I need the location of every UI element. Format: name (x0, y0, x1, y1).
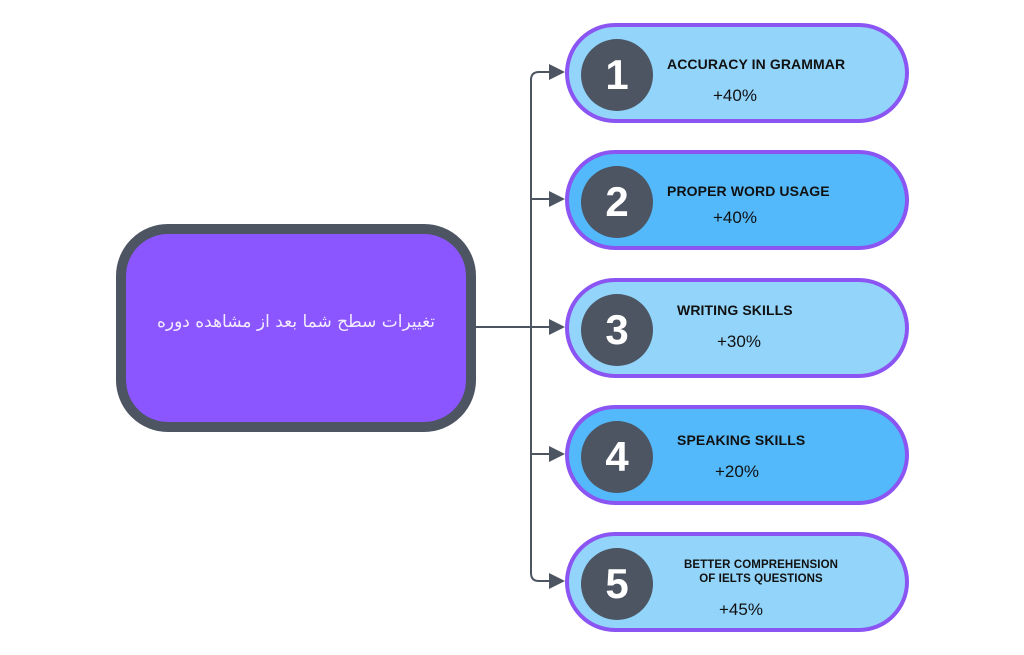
node-title: PROPER WORD USAGE (667, 183, 830, 199)
root-topic-label: تغییرات سطح شما بعد از مشاهده دوره (156, 312, 436, 332)
number-badge: 4 (581, 421, 653, 493)
node-better-comprehension[interactable]: 5 BETTER COMPREHENSION OF IELTS QUESTION… (565, 532, 909, 632)
number-badge: 2 (581, 166, 653, 238)
node-speaking-skills[interactable]: 4 SPEAKING SKILLS +20% (565, 405, 909, 505)
number-badge: 1 (581, 39, 653, 111)
node-proper-word-usage[interactable]: 2 PROPER WORD USAGE +40% (565, 150, 909, 250)
node-writing-skills[interactable]: 3 WRITING SKILLS +30% (565, 278, 909, 378)
number-badge: 5 (581, 548, 653, 620)
node-value: +40% (713, 86, 757, 105)
node-title-line1: BETTER COMPREHENSION (683, 559, 839, 571)
node-title: SPEAKING SKILLS (677, 432, 806, 448)
node-title-line2: OF IELTS QUESTIONS (699, 573, 823, 585)
node-value: +40% (713, 208, 757, 227)
node-accuracy-in-grammar[interactable]: 1 ACCURACY IN GRAMMAR +40% (565, 23, 909, 123)
node-value: +45% (719, 600, 763, 619)
node-value: +30% (717, 332, 761, 351)
number-badge: 3 (581, 294, 653, 366)
root-topic-box[interactable]: تغییرات سطح شما بعد از مشاهده دوره (116, 224, 476, 432)
node-title: BETTER COMPREHENSION OF IELTS QUESTIONS (679, 558, 843, 586)
node-title: WRITING SKILLS (677, 302, 793, 318)
node-title: ACCURACY IN GRAMMAR (667, 56, 846, 72)
node-value: +20% (715, 462, 759, 481)
